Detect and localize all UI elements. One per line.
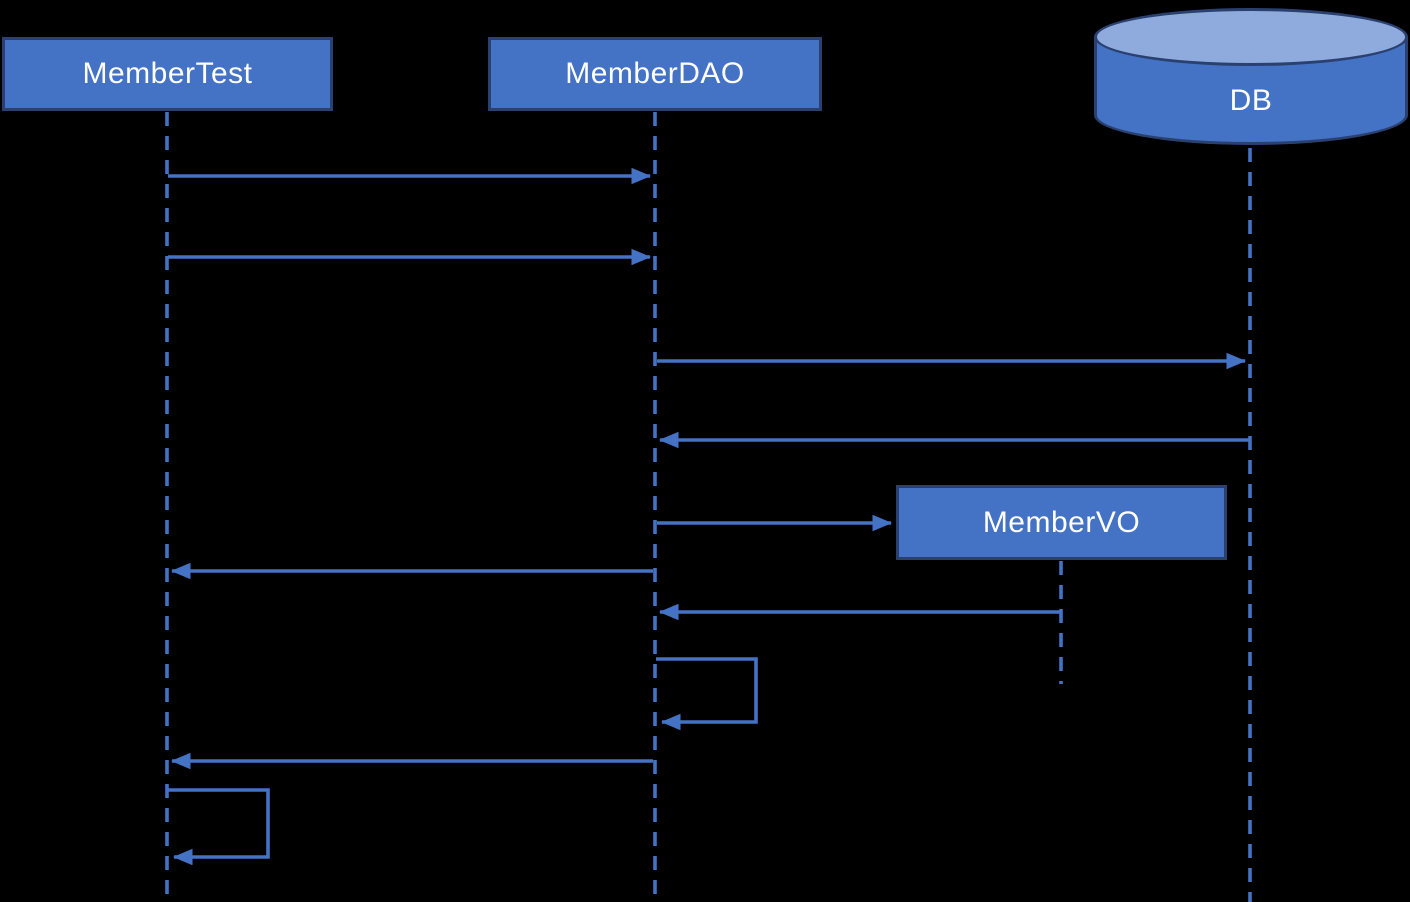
actor-memberdao-label: MemberDAO xyxy=(565,57,745,90)
lifelines-group xyxy=(165,112,1252,902)
db-cylinder-top-icon xyxy=(1094,8,1408,66)
actor-memberdao: MemberDAO xyxy=(488,37,822,111)
actor-db-label-wrap: DB xyxy=(1094,56,1408,145)
actor-membervo-label: MemberVO xyxy=(982,505,1141,539)
messages-group xyxy=(168,167,1249,866)
actor-membervo: MemberVO xyxy=(896,485,1227,560)
actor-membertest: MemberTest xyxy=(2,37,333,111)
actor-membertest-label: MemberTest xyxy=(82,57,253,90)
actor-db-label: DB xyxy=(1229,83,1273,117)
self-msg-membertest xyxy=(168,788,270,866)
actor-db: DB xyxy=(1094,8,1408,145)
self-msg-memberdao xyxy=(656,657,758,731)
